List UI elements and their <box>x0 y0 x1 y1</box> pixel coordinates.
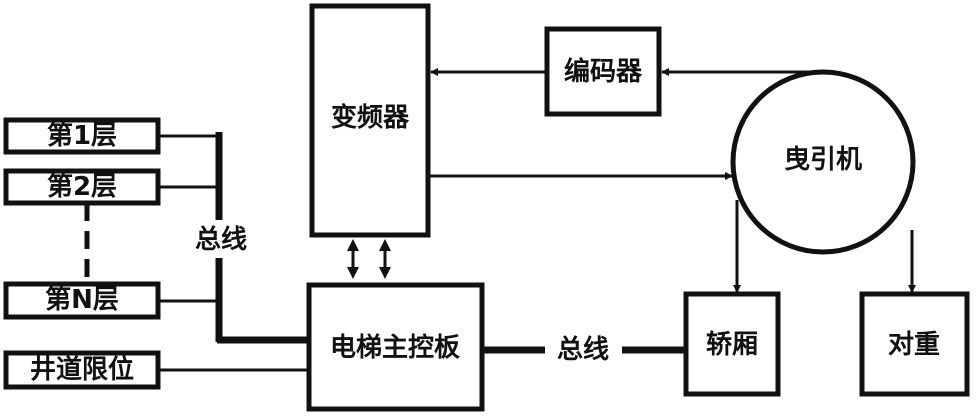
bottom-bus-label: 总线 <box>557 335 609 365</box>
floor-1-box: 第1层 <box>3 117 161 155</box>
bottom-bus: 总线 <box>482 335 686 365</box>
floor-2-box: 第2层 <box>3 168 161 206</box>
floor-n-box: 第N层 <box>3 281 161 320</box>
main-board-label: 电梯主控板 <box>330 333 460 363</box>
shaft-limit-box: 井道限位 <box>3 350 161 390</box>
floor-2-label: 第2层 <box>47 171 117 202</box>
main-board-box: 电梯主控板 <box>306 282 485 412</box>
left-bus: 总线 <box>158 132 309 344</box>
encoder-box: 编码器 <box>544 26 662 117</box>
counterweight-box: 对重 <box>859 291 970 397</box>
car-box: 轿厢 <box>683 291 781 397</box>
shaft-limit-label: 井道限位 <box>30 354 134 385</box>
counterweight-label: 对重 <box>888 330 940 360</box>
encoder-label: 编码器 <box>564 56 643 87</box>
traction-machine-label: 曳引机 <box>784 145 862 175</box>
car-label: 轿厢 <box>706 330 758 360</box>
floor-n-label: 第N层 <box>45 284 119 315</box>
inverter-box: 变频器 <box>309 3 431 238</box>
traction-machine: 曳引机 <box>730 69 916 255</box>
floor-1-label: 第1层 <box>47 120 117 151</box>
left-bus-label: 总线 <box>195 225 247 255</box>
inverter-label: 变频器 <box>331 102 410 133</box>
inverter-board-arrows <box>347 239 391 279</box>
